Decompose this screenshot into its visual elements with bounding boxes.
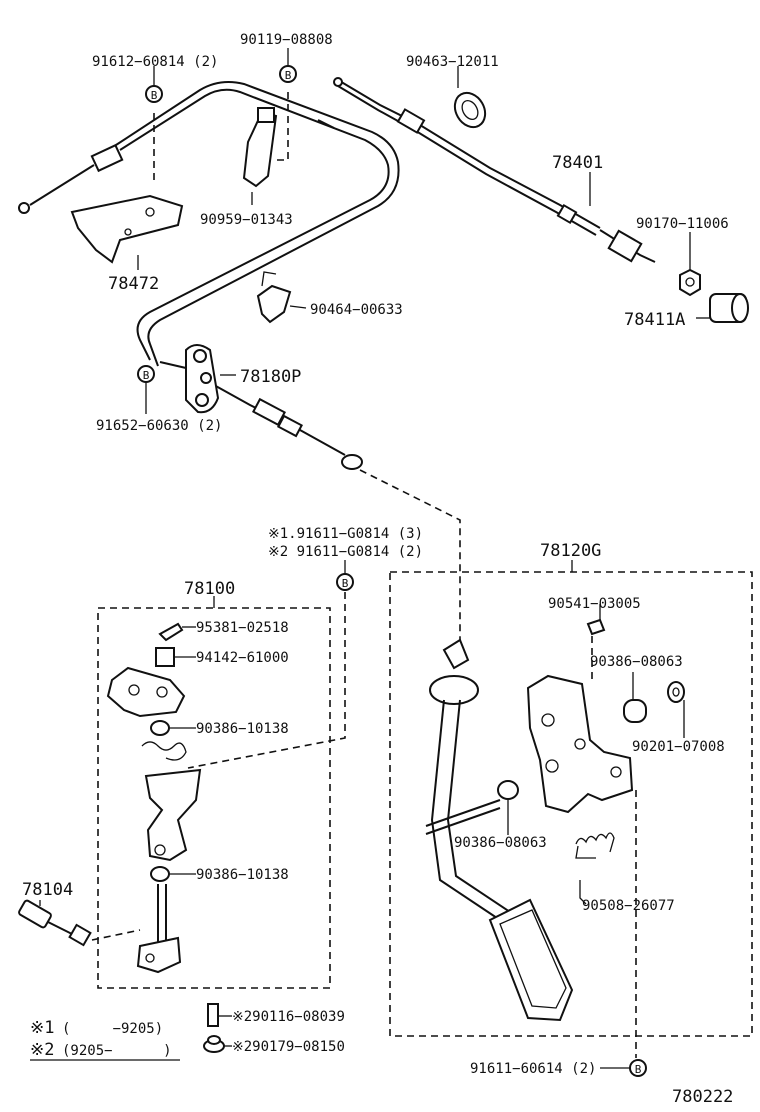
rod-78104 <box>18 899 141 947</box>
label-90386-b: 90386−10138 <box>196 867 289 883</box>
label-78104: 78104 <box>22 880 73 900</box>
label-90116: ※290116−08039 <box>232 1009 345 1025</box>
label-78472: 78472 <box>108 274 159 294</box>
note2-text: (9205− ) <box>62 1043 172 1059</box>
badge-b-91652: B <box>137 365 155 383</box>
svg-text:B: B <box>151 89 158 102</box>
knob-78411A <box>696 293 749 323</box>
nut-90170 <box>679 232 701 297</box>
label-90508: 90508−26077 <box>582 898 675 914</box>
badge-b-91611: B <box>336 573 354 591</box>
legend-notes: ※1 ( −9205) ※2 (9205− ) <box>30 1018 180 1061</box>
pedal-assembly-78120G-box <box>389 560 753 1037</box>
cable-78401 <box>333 77 656 263</box>
svg-text:B: B <box>342 577 349 590</box>
note1-text: ( −9205) <box>62 1021 163 1037</box>
clip-90463 <box>453 76 487 129</box>
label-78401: 78401 <box>552 153 603 173</box>
note2-mark: ※2 <box>30 1040 54 1060</box>
label-78120G: 78120G <box>540 541 601 561</box>
badge-b-91612: B <box>145 85 163 103</box>
label-90959: 90959−01343 <box>200 212 293 228</box>
figure-number: 780222 <box>672 1087 733 1107</box>
label-90386-c: 90386−08063 <box>590 654 683 670</box>
label-78180P: 78180P <box>240 367 301 387</box>
svg-text:B: B <box>285 69 292 82</box>
label-91612: 91612−60814 (2) <box>92 54 218 70</box>
label-90179: ※290179−08150 <box>232 1039 345 1055</box>
label-91652: 91652−60630 (2) <box>96 418 222 434</box>
bracket-78180P <box>159 344 236 414</box>
ref-badges: B B B B B <box>137 65 647 1077</box>
link-parts-78100 <box>106 622 202 974</box>
label-95381: 95381−02518 <box>196 620 289 636</box>
label-90201: 90201−07008 <box>632 739 725 755</box>
svg-text:B: B <box>143 369 150 382</box>
label-91611-a: ※1.91611−G0814 (3) <box>268 526 423 542</box>
throttle-cable-lower <box>204 379 461 650</box>
label-91611-b: ※2 91611−G0814 (2) <box>268 544 423 560</box>
label-90386-d: 90386−08063 <box>454 835 547 851</box>
note1-mark: ※1 <box>30 1018 54 1038</box>
label-91611-c: 91611−60614 (2) <box>470 1061 596 1077</box>
pedal-parts <box>425 612 685 1058</box>
assembly-78100-box <box>97 592 346 989</box>
label-90541: 90541−03005 <box>548 596 641 612</box>
label-94142: 94142−61000 <box>196 650 289 666</box>
part-labels: 91612−60814 (2) 90119−08808 90463−12011 … <box>22 32 729 1077</box>
svg-text:B: B <box>635 1063 642 1076</box>
clip-90464 <box>256 271 307 324</box>
label-90119: 90119−08808 <box>240 32 333 48</box>
label-90464: 90464−00633 <box>310 302 403 318</box>
badge-b-91611-60614: B <box>629 1059 647 1077</box>
bracket-78472 <box>70 110 184 270</box>
label-78411A: 78411A <box>624 310 685 330</box>
leader-lines <box>145 48 630 1069</box>
badge-b-90119: B <box>279 65 297 83</box>
clamp-90959 <box>242 92 289 205</box>
accelerator-cable-main <box>18 81 400 367</box>
label-90463: 90463−12011 <box>406 54 499 70</box>
label-78100: 78100 <box>184 579 235 599</box>
label-90386-a: 90386−10138 <box>196 721 289 737</box>
label-90170: 90170−11006 <box>636 216 729 232</box>
legend-parts <box>203 1003 232 1053</box>
